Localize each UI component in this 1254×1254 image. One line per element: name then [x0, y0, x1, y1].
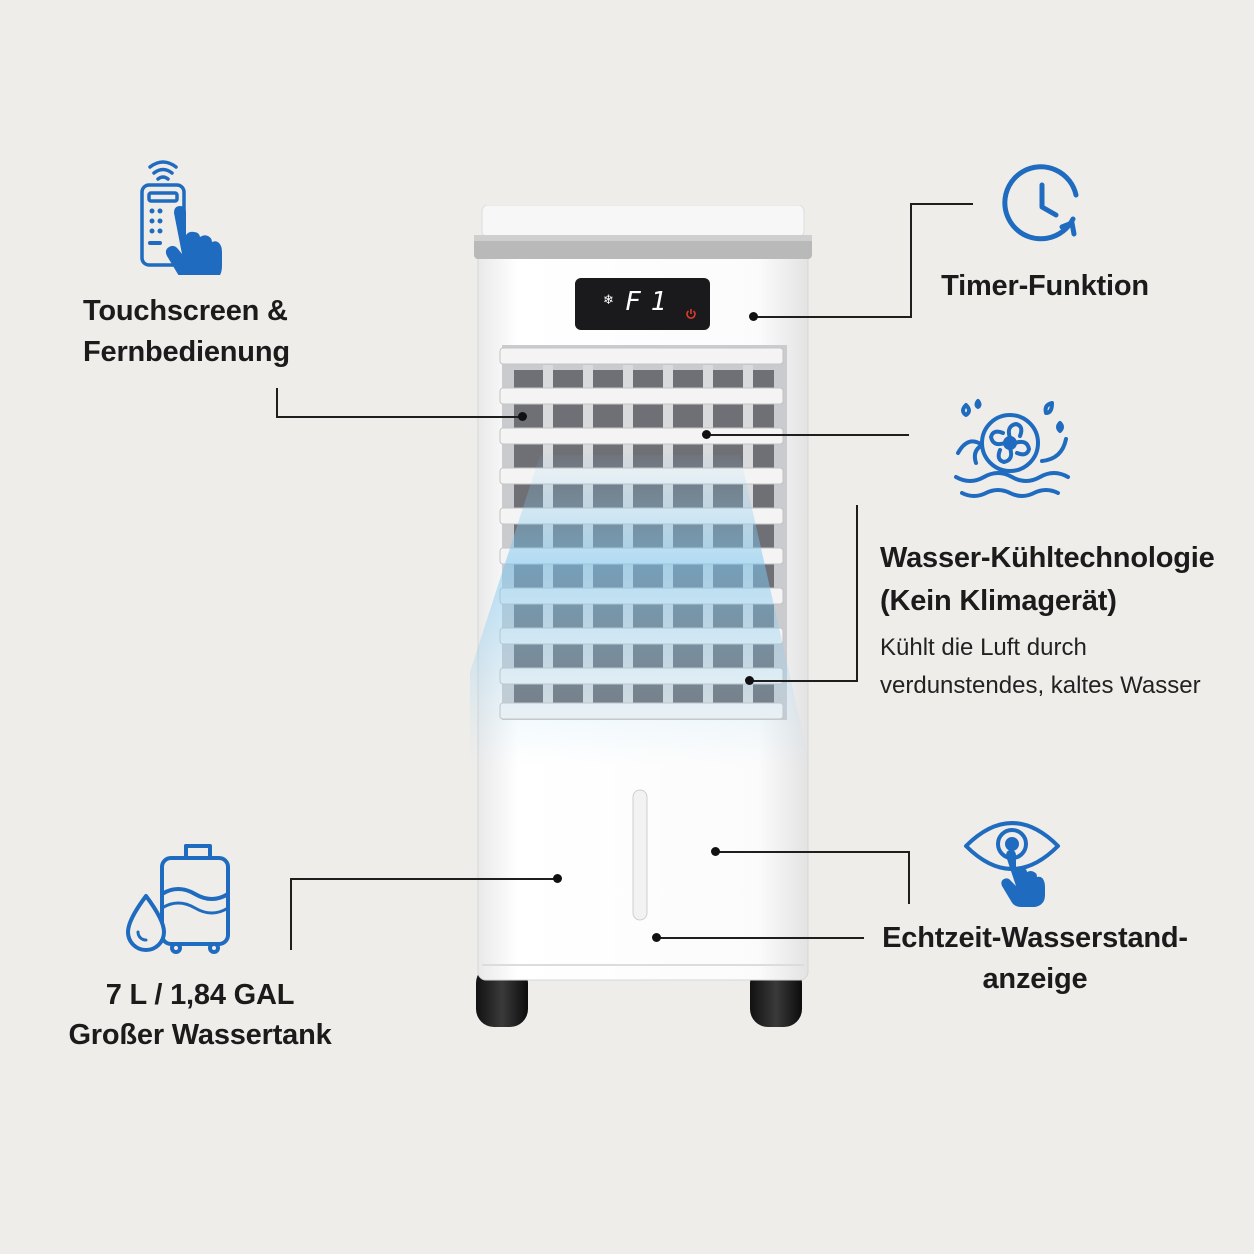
connector-timer-v	[910, 203, 912, 318]
feature-tank-text: 7 L / 1,84 GAL Großer Wassertank	[55, 975, 345, 1055]
connector-tank-v	[290, 878, 292, 950]
display-readout: F1	[625, 287, 677, 317]
water-tank-icon	[124, 842, 236, 954]
feature-level-text: Echtzeit-Wasserstand- anzeige	[880, 918, 1190, 1000]
feature-tank-title-2: Großer Wassertank	[68, 1019, 332, 1051]
clock-timer-icon	[1000, 163, 1086, 249]
feature-touch-title-1: Touchscreen &	[83, 295, 288, 327]
feature-cooling-desc-2: verdunstendes, kaltes Wasser	[880, 672, 1201, 699]
connector-touch-v	[276, 388, 278, 418]
feature-cooling-desc-1: Kühlt die Luft durch	[880, 634, 1087, 661]
snowflake-icon: ❄	[603, 292, 614, 307]
connector-cooling-v	[856, 505, 858, 682]
connector-tank-dot	[553, 874, 562, 883]
connector-timer-h2	[754, 316, 912, 318]
connector-timer-dot	[749, 312, 758, 321]
control-display[interactable]: ❄ F1	[575, 278, 710, 330]
connector-level-v	[908, 851, 910, 904]
connector-cooling-h	[750, 680, 858, 682]
connector-touch-h	[276, 416, 526, 418]
eye-touch-icon	[962, 816, 1062, 908]
connector-level-dot2	[652, 933, 661, 942]
feature-timer-text: Timer-Funktion	[935, 266, 1155, 307]
feature-touch-text: Touchscreen & Fernbedienung	[83, 291, 290, 373]
remote-touch-icon	[136, 155, 231, 275]
connector-fan-dot	[702, 430, 711, 439]
power-icon[interactable]	[685, 308, 697, 320]
connector-tank-h	[290, 878, 558, 880]
feature-timer-title: Timer-Funktion	[941, 270, 1149, 302]
feature-cooling-title-1: Wasser-Kühltechnologie	[880, 542, 1215, 574]
air-cooler-illustration	[470, 205, 812, 1027]
connector-level-h2	[657, 937, 864, 939]
connector-level-dot1	[711, 847, 720, 856]
air-cooler-device: ❄ F1	[470, 205, 815, 1035]
connector-touch-dot	[518, 412, 527, 421]
feature-touch-title-2: Fernbedienung	[83, 336, 290, 368]
connector-fan-h	[707, 434, 909, 436]
feature-level-title-1: Echtzeit-Wasserstand-	[882, 922, 1188, 954]
feature-tank-title-1: 7 L / 1,84 GAL	[105, 979, 295, 1011]
feature-cooling-text: Wasser-Kühltechnologie (Kein Klimagerät)…	[880, 537, 1215, 705]
feature-cooling-title-2: (Kein Klimagerät)	[880, 585, 1117, 617]
connector-cooling-dot	[745, 676, 754, 685]
feature-level-title-2: anzeige	[982, 963, 1088, 995]
connector-level-h1	[715, 851, 910, 853]
water-fan-icon	[948, 395, 1078, 503]
connector-timer-h1	[910, 203, 973, 205]
